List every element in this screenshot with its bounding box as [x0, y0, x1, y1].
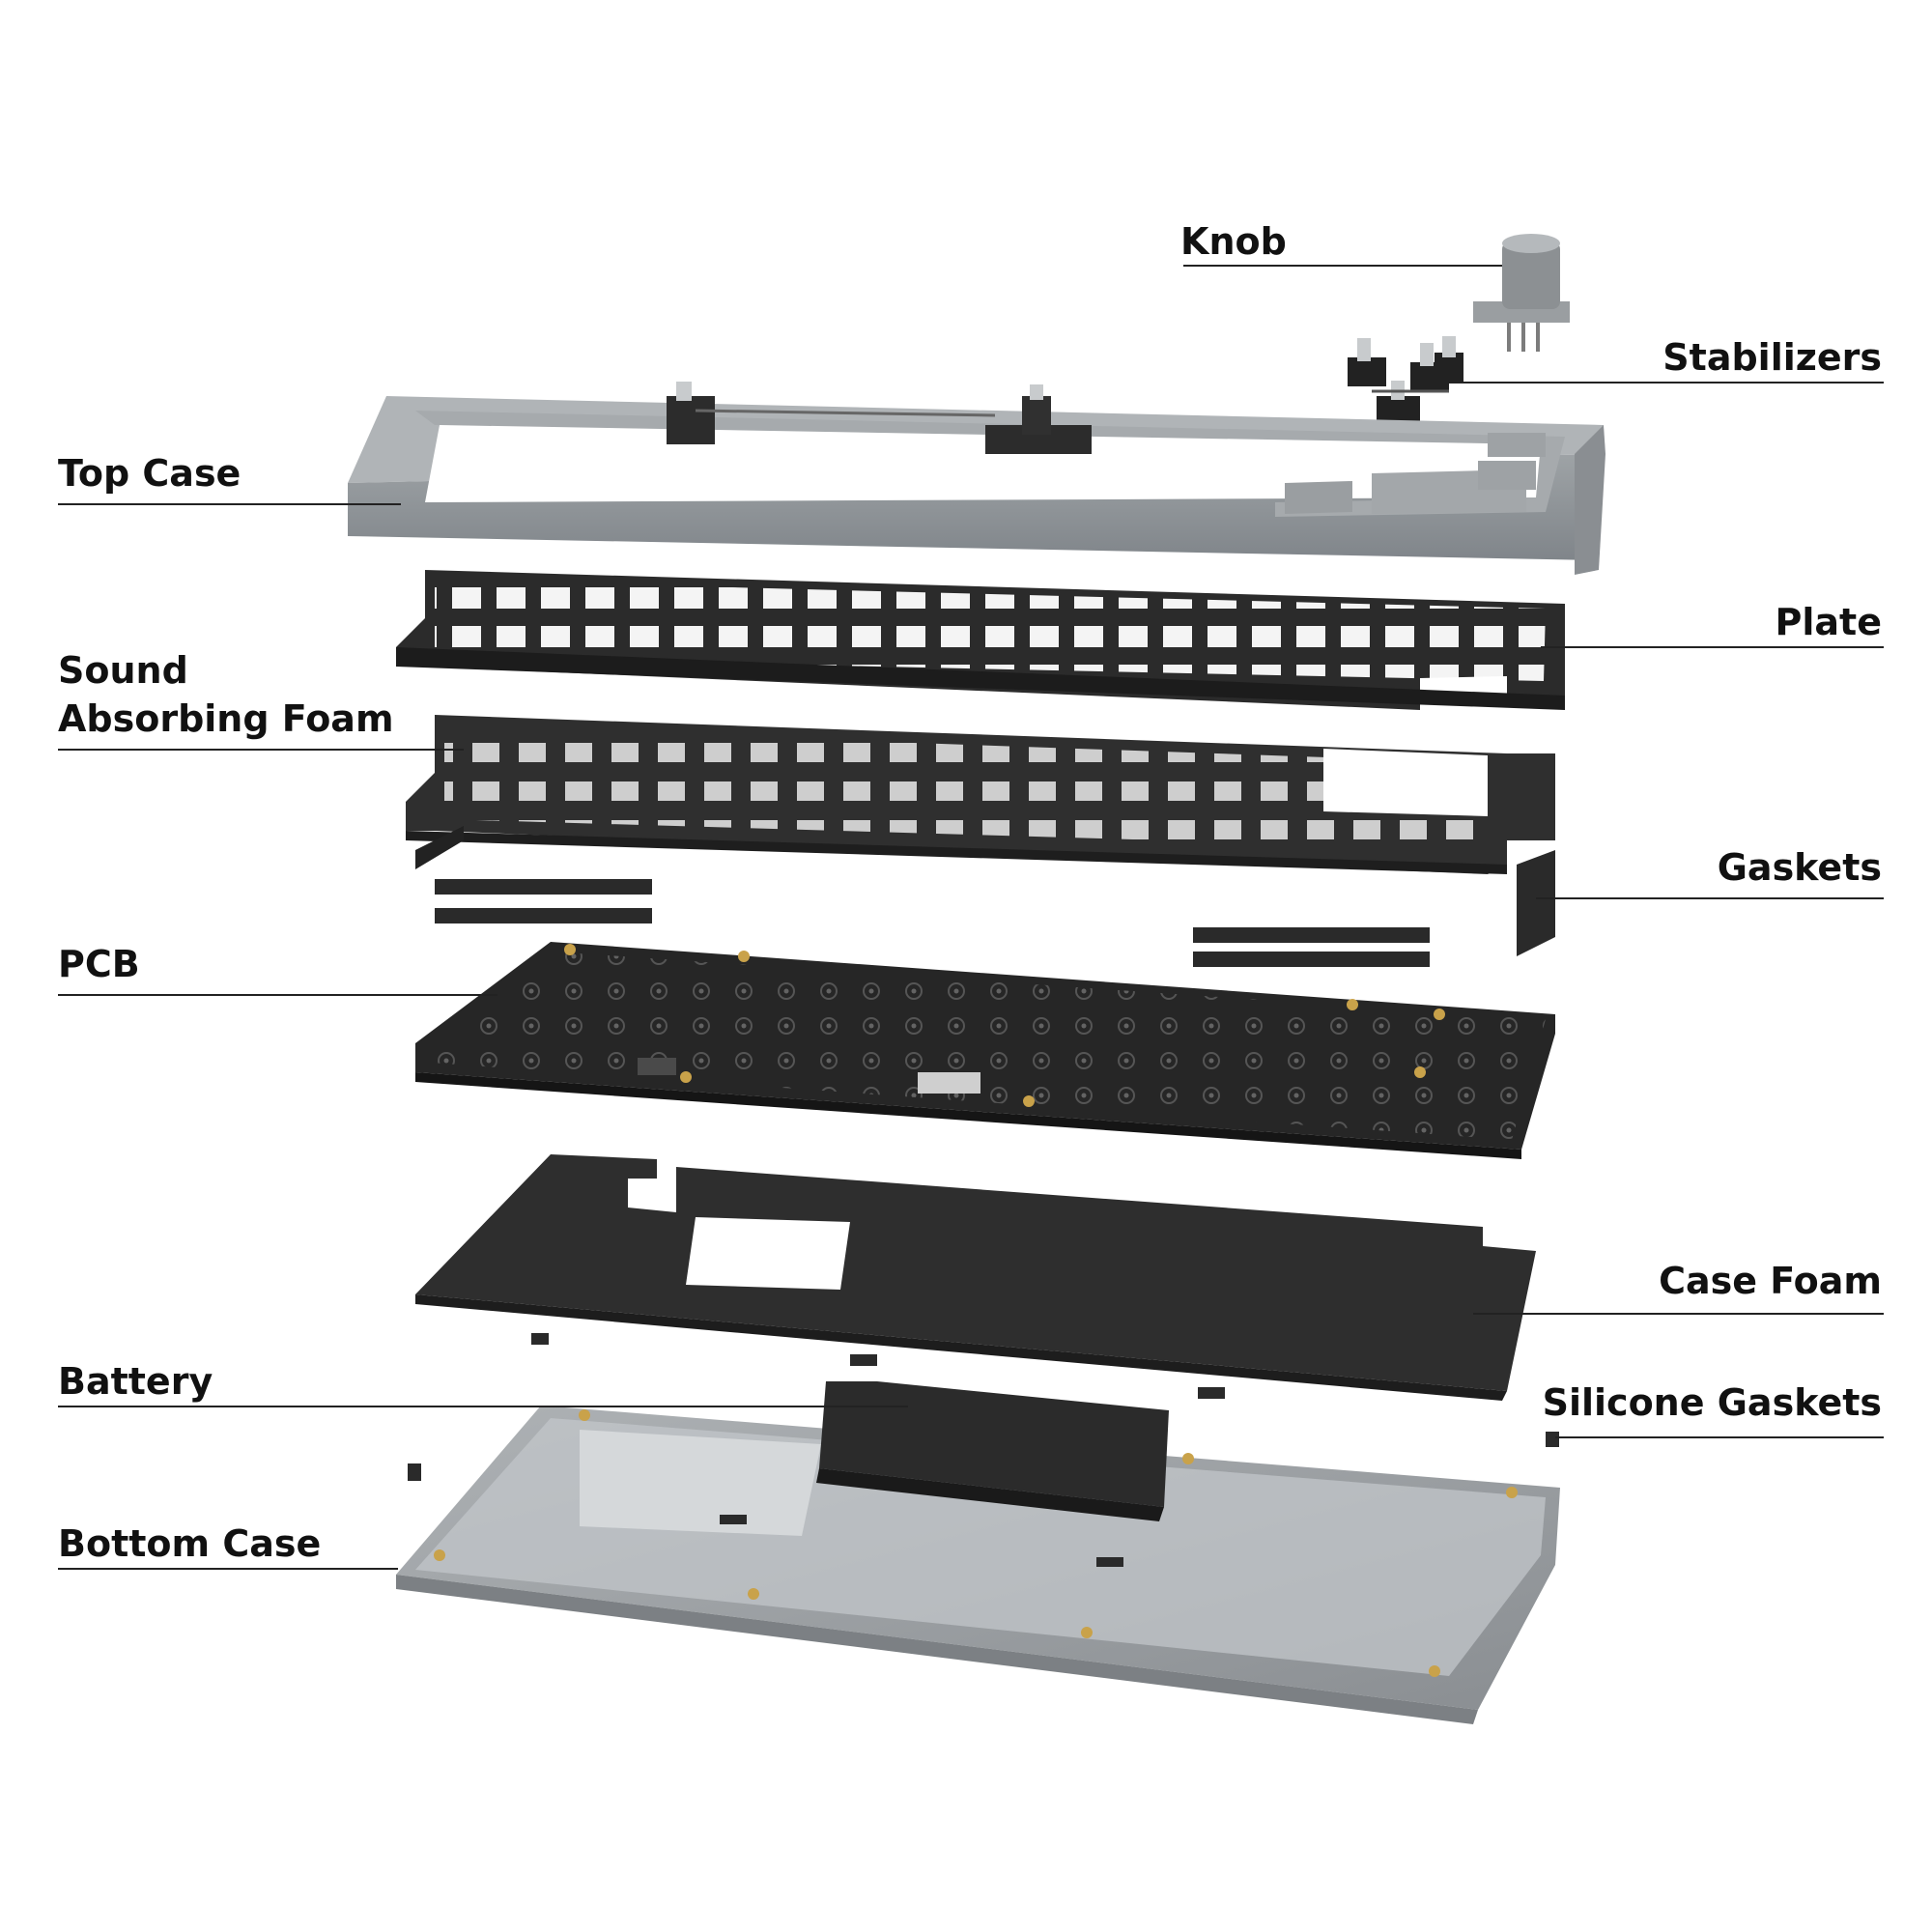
- bottom-case-label: Bottom Case: [58, 1522, 322, 1565]
- gaskets-label: Gaskets: [1717, 846, 1882, 889]
- stabilizers: [1348, 336, 1463, 423]
- sound-foam-label-line2: Absorbing Foam: [58, 697, 394, 740]
- stabilizers-label: Stabilizers: [1662, 336, 1882, 379]
- plate-label: Plate: [1775, 601, 1882, 643]
- pcb: [415, 942, 1555, 1159]
- top-case-label: Top Case: [58, 452, 242, 495]
- knob: [1473, 234, 1570, 352]
- silicone-gaskets: [408, 1333, 1559, 1481]
- knob-label: Knob: [1180, 220, 1287, 263]
- pcb-label: PCB: [58, 943, 140, 985]
- battery-label: Battery: [58, 1360, 213, 1403]
- sound-foam-label-line1: Sound: [58, 649, 188, 692]
- case-foam: [415, 1154, 1536, 1401]
- silicone-gaskets-label: Silicone Gaskets: [1542, 1381, 1882, 1424]
- case-foam-label: Case Foam: [1659, 1260, 1882, 1302]
- leader-lines: [58, 265, 1884, 1570]
- bottom-case: [396, 1406, 1560, 1724]
- battery: [816, 1381, 1169, 1521]
- top-case: [348, 382, 1605, 575]
- plate: [396, 570, 1565, 710]
- gaskets: [415, 826, 1555, 967]
- sound-absorbing-foam: [406, 715, 1555, 874]
